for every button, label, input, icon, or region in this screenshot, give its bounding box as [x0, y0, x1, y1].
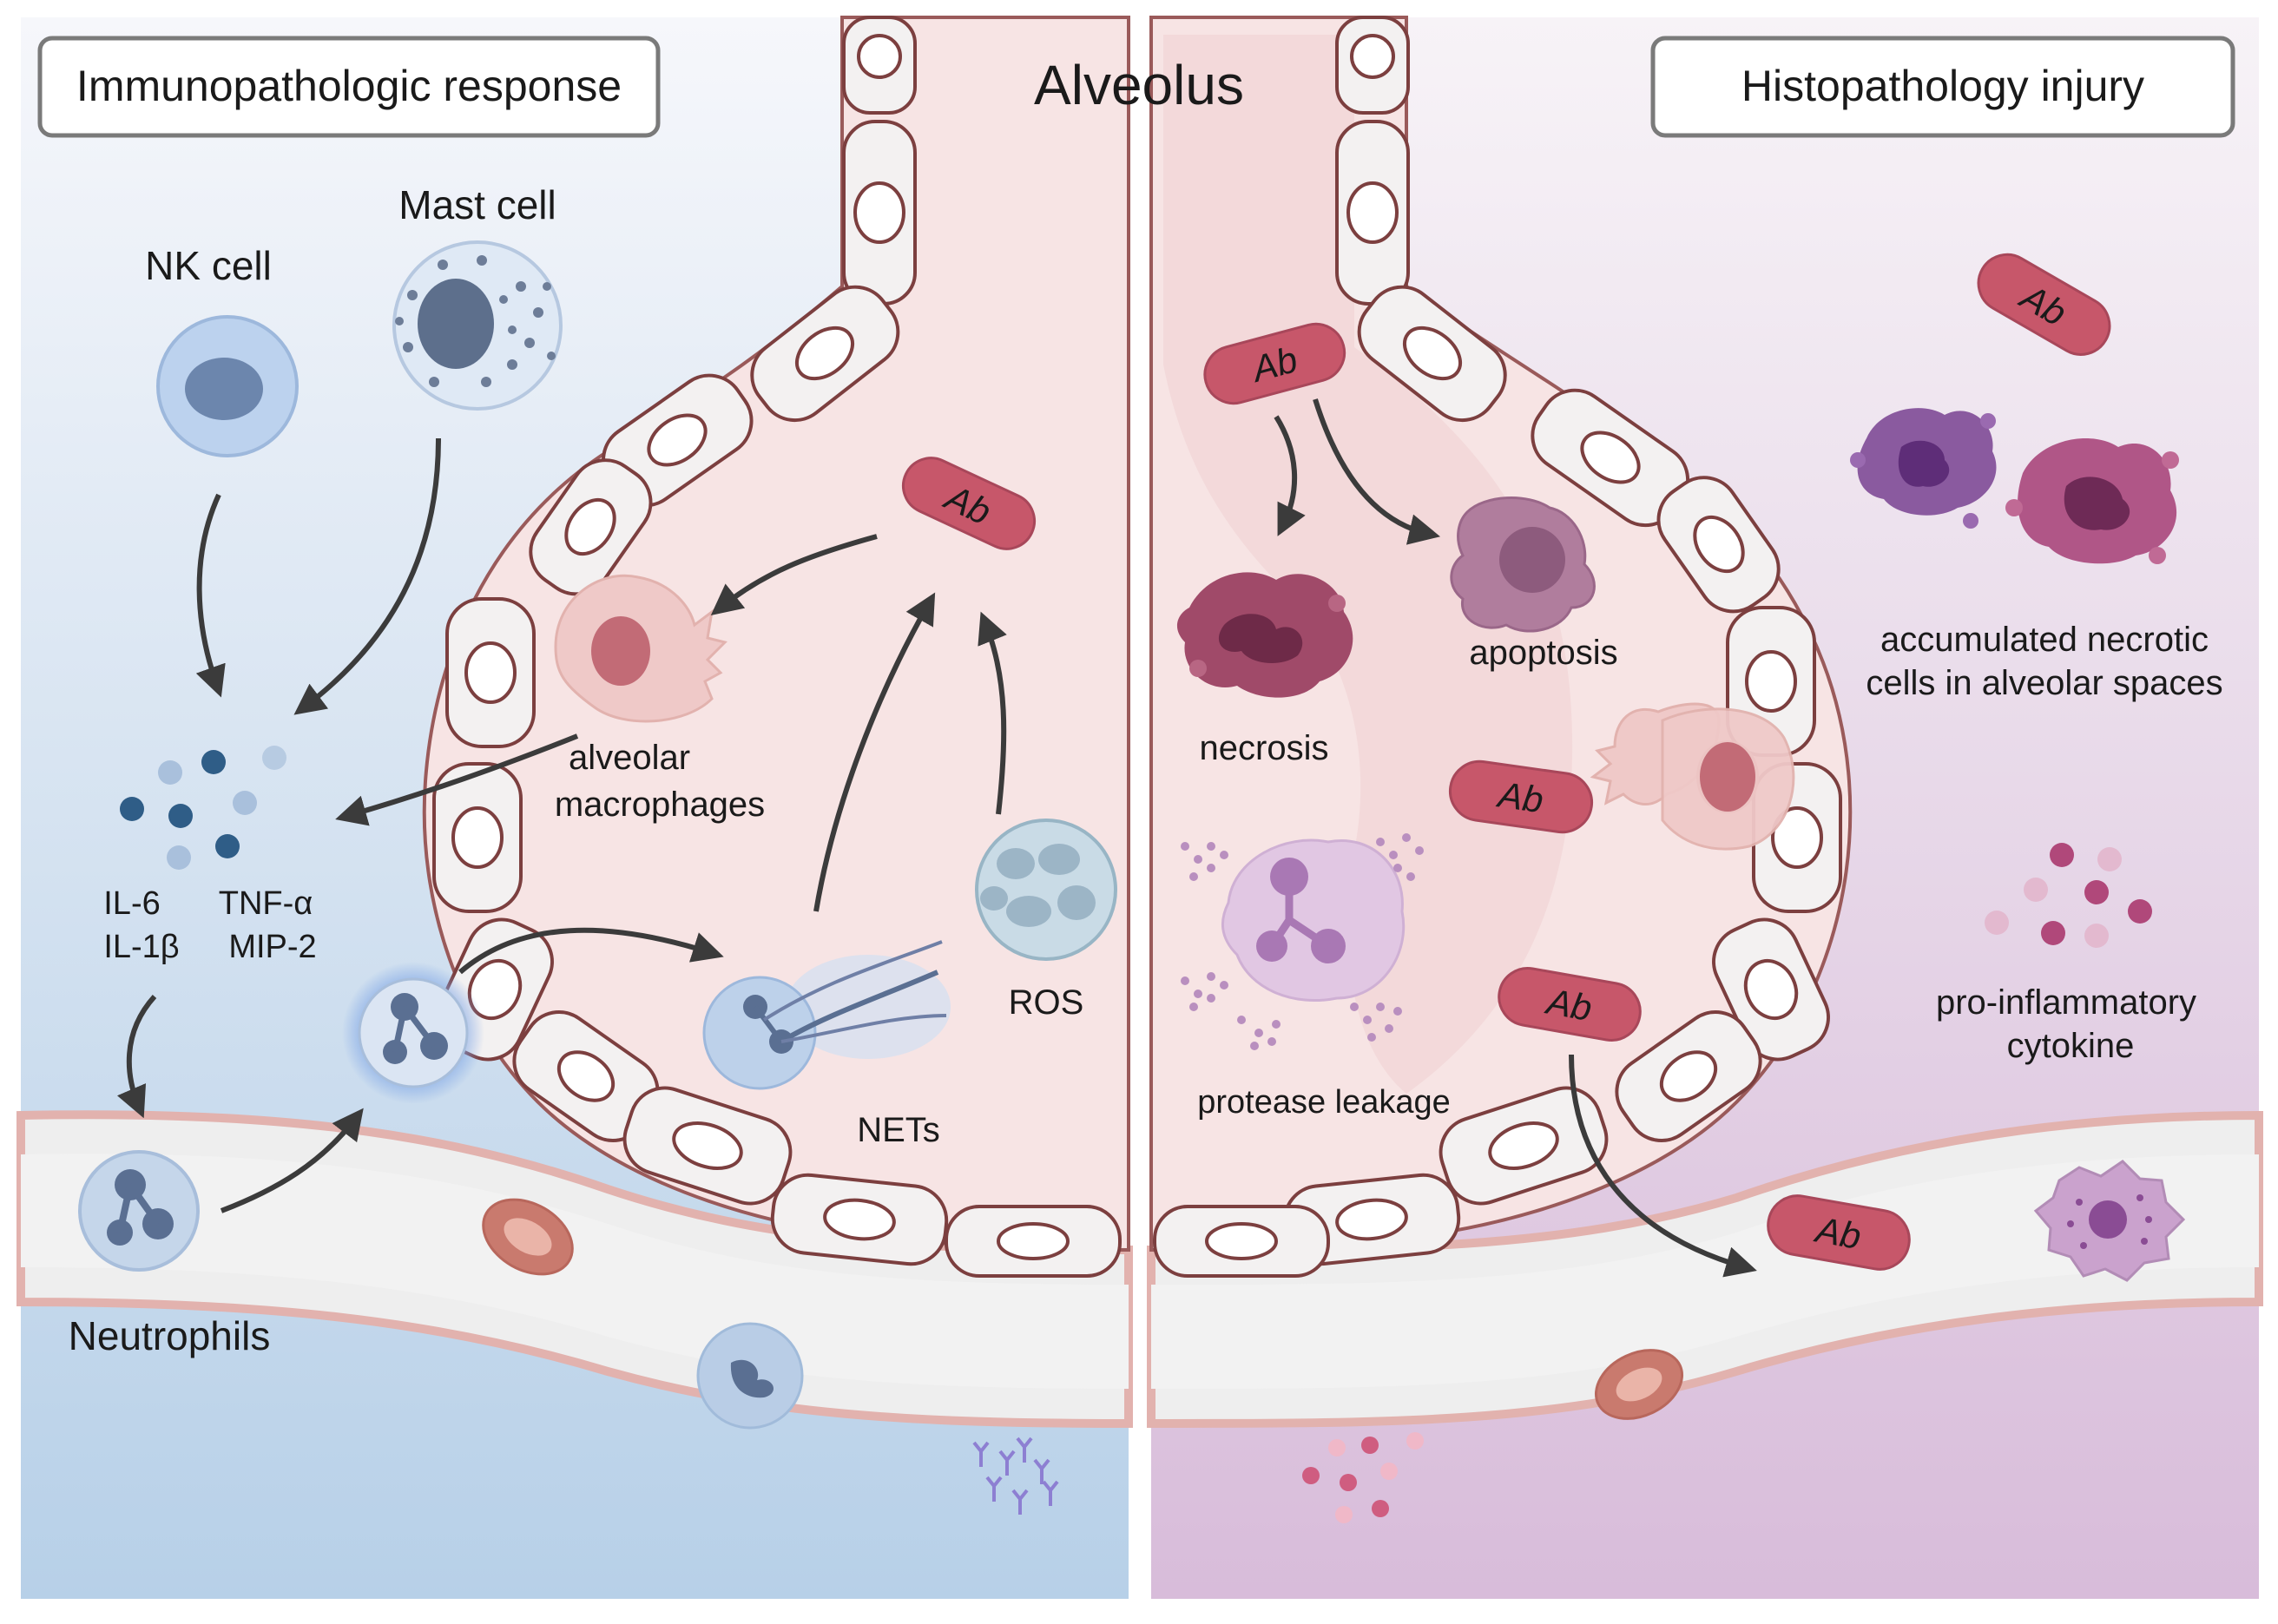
mast-cell-label: Mast cell [398, 182, 556, 227]
red-blood-cell-left [482, 1198, 574, 1276]
right-title-box: Histopathology injury [1650, 36, 2235, 138]
arrow-ab-to-macrophage [710, 534, 878, 615]
ros-label: ROS [1009, 983, 1084, 1022]
left-panel-title: Immunopathologic response [76, 62, 622, 110]
nk-cell-icon [156, 315, 299, 457]
alveolus-title: Alveolus [1034, 54, 1244, 116]
activated-immune-cell-right-icon [2033, 1160, 2186, 1282]
proinflammatory-cytokine-dots [1985, 843, 2152, 948]
red-blood-cell-right [1594, 1349, 1684, 1420]
protease-leakage-icon [1181, 833, 1424, 1050]
mast-cell-icon [392, 240, 563, 411]
ros-icon [975, 819, 1117, 961]
arrow-ab-to-necrosis [1274, 415, 1306, 536]
necrotic-cell-icon [1176, 572, 1353, 698]
arrow-ab-to-vessel [1569, 1054, 1757, 1278]
cytokine-dots-vessel-right [1302, 1432, 1424, 1523]
apoptosis-label: apoptosis [1469, 634, 1617, 672]
arrow-activated-to-nets [458, 927, 724, 975]
antibody-cluster-icon [972, 1437, 1059, 1515]
il6-label: IL-6 [103, 885, 160, 922]
blood-vessel-left-inner [21, 1154, 1129, 1389]
antibody-right-vessel: Ab [1767, 1194, 1911, 1271]
cytokine-dots-left [120, 746, 286, 870]
apoptotic-cell-icon [1450, 496, 1596, 633]
protease-leakage-label: protease leakage [1197, 1084, 1451, 1121]
necrosis-label: necrosis [1200, 729, 1329, 767]
neutrophil-vessel-left [696, 1322, 804, 1430]
arrow-nets-to-ab [813, 592, 936, 912]
blood-vessel-right-inner [1151, 1154, 2259, 1389]
arrow-mast-to-cytokines [293, 437, 441, 715]
alveolar-macrophage-right-icon [1590, 702, 1795, 851]
nets-label: NETs [857, 1111, 940, 1149]
neutrophils-label: Neutrophils [69, 1313, 271, 1358]
alveolar-macrophage-icon [554, 574, 728, 723]
proinflammatory-label-line1: pro-inflammatory [1936, 983, 2196, 1022]
right-panel-title: Histopathology injury [1741, 62, 2144, 110]
alveolar-label-line1: alveolar [569, 739, 690, 777]
arrow-ab-to-apoptosis [1313, 398, 1441, 545]
antibody-right-lower: Ab [1498, 966, 1642, 1042]
proinflammatory-label-line2: cytokine [2007, 1027, 2135, 1065]
activated-neutrophil-icon [342, 962, 484, 1104]
arrow-neutrophil-to-activated [220, 1108, 364, 1213]
svg-text:Ab: Ab [1542, 980, 1596, 1029]
alveolar-label-line2: macrophages [555, 786, 765, 824]
antibody-top-right: Ab [1977, 253, 2111, 356]
antibody-right-top: Ab [1203, 322, 1346, 405]
epithelial-nuclei [451, 34, 1823, 1260]
arrow-cytokines-to-neutrophil [116, 994, 157, 1119]
accumulated-necrotic-cells-icon [1850, 408, 2179, 564]
accumulated-label-line2: cells in alveolar spaces [1866, 664, 2222, 702]
antibody-right-middle: Ab [1448, 759, 1594, 834]
neutrophil-in-vessel-icon [78, 1150, 200, 1272]
nets-icon [702, 940, 951, 1090]
accumulated-label-line1: accumulated necrotic [1880, 621, 2209, 659]
svg-text:Ab: Ab [1493, 773, 1545, 820]
arrow-ros-to-ab [978, 611, 1007, 815]
left-title-box: Immunopathologic response [37, 36, 661, 138]
svg-text:Ab: Ab [1811, 1208, 1865, 1257]
mip2-label: MIP-2 [228, 929, 316, 965]
nk-cell-label: NK cell [145, 243, 272, 288]
alveolus-right-shading [1163, 35, 1573, 1094]
tnfa-label: TNF-α [219, 885, 313, 922]
arrow-macrophage-to-cytokines [335, 733, 579, 826]
il1b-label: IL-1β [103, 929, 179, 965]
antibody-left-alveolus: Ab [901, 457, 1037, 550]
arrow-nk-to-cytokines [195, 493, 226, 698]
